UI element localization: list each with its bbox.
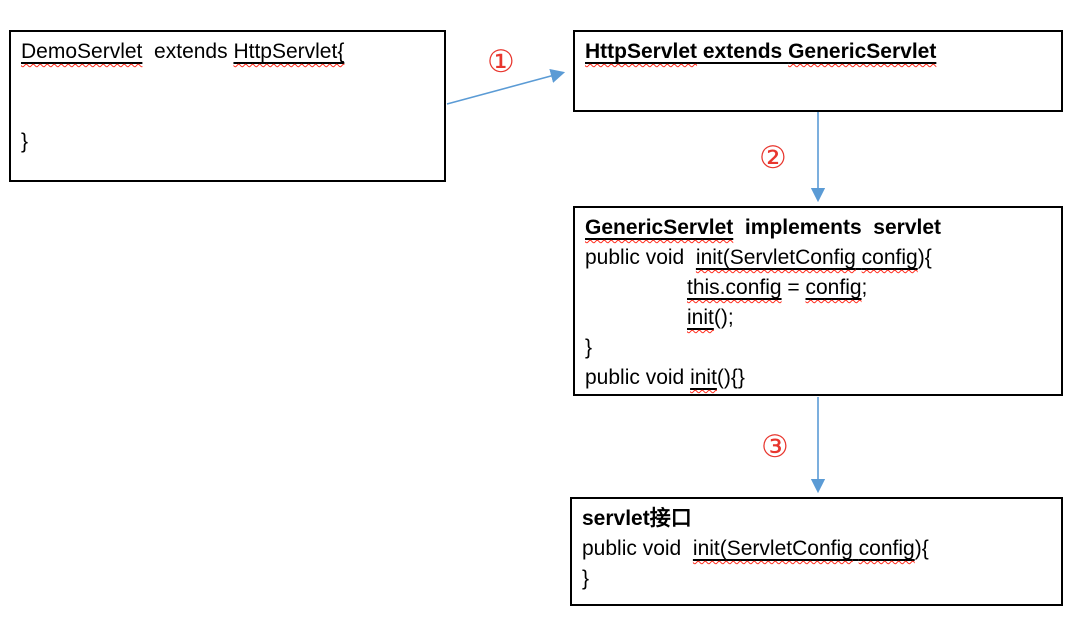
code-line: } xyxy=(21,130,29,153)
step-2-label: ② xyxy=(759,140,787,176)
step-1-label: ① xyxy=(487,44,515,80)
code-line: DemoServlet extends HttpServlet{ xyxy=(21,40,345,63)
code-line: public void init(ServletConfig config){ xyxy=(585,246,932,269)
servlet-interface-box: servlet接口 public void init(ServletConfig … xyxy=(570,497,1063,606)
http-servlet-box: HttpServlet extends GenericServlet xyxy=(573,30,1063,112)
generic-servlet-box: GenericServlet implements servlet public … xyxy=(573,206,1063,396)
code-line: servlet接口 xyxy=(582,507,692,530)
demo-servlet-box: DemoServlet extends HttpServlet{ } xyxy=(9,30,446,182)
code-line: this.config = config; xyxy=(687,276,868,299)
code-line: } xyxy=(585,336,593,359)
code-line: } xyxy=(582,567,590,590)
step-3-label: ③ xyxy=(761,429,789,465)
code-line xyxy=(21,97,434,127)
code-line xyxy=(21,67,434,97)
code-line: HttpServlet extends GenericServlet xyxy=(585,40,937,63)
code-line: public void init(){} xyxy=(585,366,745,389)
code-line: public void init(ServletConfig config){ xyxy=(582,537,929,560)
code-line: GenericServlet implements servlet xyxy=(585,216,942,239)
code-line: init(); xyxy=(687,306,734,329)
